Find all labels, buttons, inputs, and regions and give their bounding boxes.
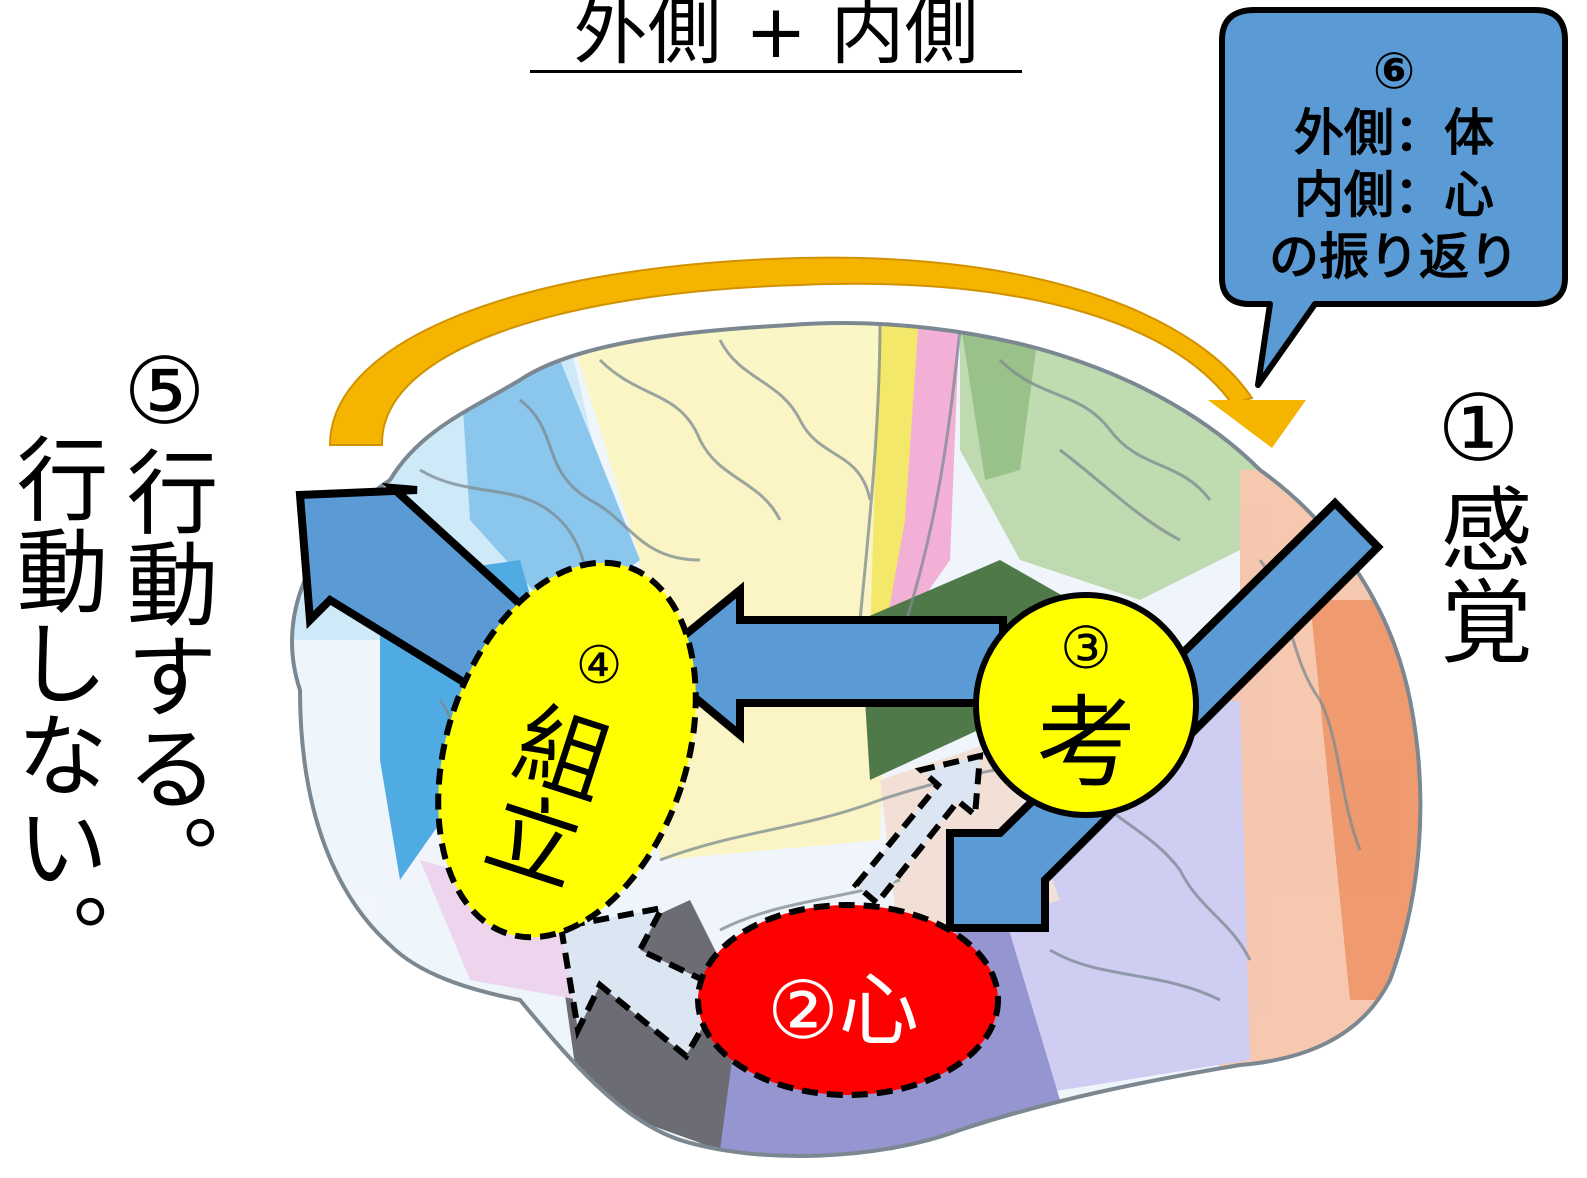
assemble-number: ④ <box>569 636 629 696</box>
assemble-node <box>435 559 699 941</box>
heart-node <box>695 902 1001 1098</box>
sense-label: ①感覚 <box>1425 375 1532 666</box>
think-node <box>973 592 1199 818</box>
think-label: 考 <box>1036 685 1136 802</box>
act-label: ⑤行動する。 <box>111 338 218 905</box>
page-title: 外側 + 内側 <box>530 0 1022 73</box>
region-parietal-dark <box>960 323 1040 480</box>
region-frontal-blue <box>460 360 640 620</box>
callout-text: ⑥ 外側：体 内側：心 の振り返り <box>1222 40 1566 288</box>
brain-outline <box>290 321 1423 1158</box>
callout-line1: 外側：体 <box>1294 104 1494 162</box>
callout-line2: 内側：心 <box>1294 166 1494 224</box>
cycle-arrow <box>328 256 1254 446</box>
heart-label: ②心 <box>767 964 919 1057</box>
callout-line3: の振り返り <box>1269 228 1519 286</box>
callout-bubble <box>1219 7 1568 388</box>
not-act-label: 行動しない。 <box>1 432 108 984</box>
region-occipital-dark <box>1310 600 1421 1000</box>
region-somatosensory-pink <box>880 323 960 660</box>
cycle-arrowhead <box>1208 400 1306 448</box>
heart-to-assemble-arrow <box>557 903 729 1061</box>
callout-number: ⑥ <box>1372 42 1416 100</box>
heart-to-think-arrow <box>851 752 984 908</box>
think-number: ③ <box>1060 614 1112 682</box>
